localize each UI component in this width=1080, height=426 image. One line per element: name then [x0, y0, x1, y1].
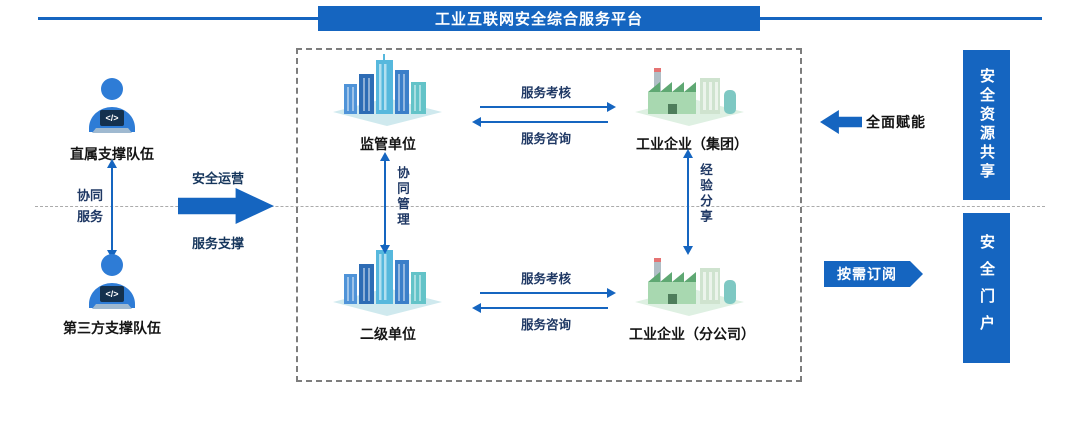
banner-line-right — [760, 17, 1042, 20]
code-glyph: </> — [105, 289, 118, 299]
security-resource-label: 安全资源共享 — [978, 68, 995, 182]
subscribe-arrow-tip — [910, 261, 923, 287]
top-consult-label: 服务咨询 — [520, 132, 571, 146]
subscribe-callout: 按需订阅 — [824, 261, 923, 287]
enterprise-branch-node — [632, 244, 747, 318]
enterprise-branch-label: 工业企业（分公司） — [629, 326, 755, 342]
secondary-unit-label: 二级单位 — [360, 326, 416, 342]
factory-illustration — [635, 68, 744, 126]
page-title: 工业互联网安全综合服务平台 — [318, 6, 760, 31]
bottom-assess-label: 服务考核 — [520, 272, 571, 286]
thirdparty-team-label: 第三方支撑队伍 — [63, 320, 161, 336]
enterprise-group-label: 工业企业（集团） — [636, 136, 748, 152]
service-support-label: 服务支撑 — [191, 236, 244, 251]
city-illustration — [333, 54, 442, 126]
inbound-block-arrow — [178, 188, 274, 224]
security-ops-label: 安全运营 — [191, 171, 244, 186]
empower-label: 全面赋能 — [866, 114, 926, 130]
thirdparty-team-icon: </> — [82, 252, 142, 316]
secondary-unit-node — [330, 244, 445, 318]
collab-service-line2: 服务 — [76, 209, 103, 224]
developer-person-icon: </> — [89, 254, 135, 309]
experience-share-arrow — [683, 149, 693, 255]
security-portal-label: 安全门户 — [978, 234, 995, 342]
collab-service-label: 协同 服务 — [74, 185, 106, 227]
enterprise-group-node — [632, 54, 747, 128]
horizontal-divider — [35, 206, 1045, 207]
bottom-arrow-right — [480, 288, 616, 298]
empower-arrow — [820, 110, 862, 134]
collab-service-line1: 协同 — [76, 188, 103, 203]
platform-boundary-box — [296, 48, 802, 382]
bottom-consult-label: 服务咨询 — [520, 318, 571, 332]
bottom-arrow-left — [472, 303, 608, 313]
top-arrow-right — [480, 102, 616, 112]
top-arrow-left — [472, 117, 608, 127]
experience-share-label: 经验分享 — [698, 163, 712, 225]
banner-line-left — [38, 17, 318, 20]
subscribe-label: 按需订阅 — [824, 261, 910, 287]
direct-team-icon: </> — [82, 76, 142, 140]
collab-manage-arrow — [380, 152, 390, 254]
security-resource-box: 安全资源共享 — [963, 50, 1010, 200]
factory-illustration — [635, 258, 744, 316]
collab-manage-label: 协同管理 — [395, 166, 409, 228]
security-portal-box: 安全门户 — [963, 213, 1010, 363]
regulator-node — [330, 54, 445, 128]
teams-double-arrow — [107, 159, 117, 259]
top-assess-label: 服务考核 — [520, 86, 571, 100]
direct-team-label: 直属支撑队伍 — [70, 146, 154, 162]
regulator-label: 监管单位 — [360, 136, 416, 152]
city-illustration — [333, 244, 442, 316]
developer-person-icon: </> — [89, 78, 135, 133]
code-glyph: </> — [105, 113, 118, 123]
